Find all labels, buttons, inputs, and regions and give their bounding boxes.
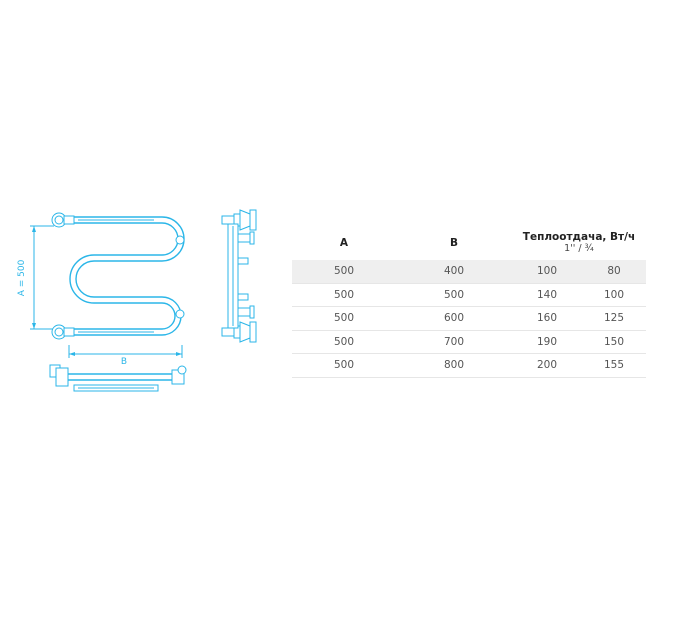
cell-a: 500 <box>292 306 396 331</box>
mounting-flange-top <box>51 212 75 228</box>
cell-heat-1in: 140 <box>512 283 582 307</box>
cell-heat-1in: 190 <box>512 330 582 354</box>
cell-heat-34: 125 <box>582 306 646 331</box>
towel-rail-tube <box>69 216 185 336</box>
dimension-b: B <box>68 345 183 367</box>
mounting-flange-bottom <box>51 324 75 340</box>
side-flange-top <box>221 209 257 231</box>
header-a: A <box>339 237 349 249</box>
table-row: 500 600 160 125 <box>292 306 646 331</box>
cell-heat-1in: 200 <box>512 353 582 378</box>
cell-a: 500 <box>292 260 396 284</box>
table-row: 500 400 100 80 <box>292 260 646 284</box>
cell-heat-34: 150 <box>582 330 646 354</box>
top-view-drawing <box>49 364 187 392</box>
dimension-a: A = 500 <box>17 225 54 330</box>
front-view-drawing: A = 500 B <box>17 212 187 392</box>
cell-heat-1in: 160 <box>512 306 582 331</box>
table-row: 500 500 140 100 <box>292 283 646 307</box>
side-flange-bottom <box>221 321 257 343</box>
dimension-a-label: A = 500 <box>17 259 27 296</box>
cell-heat-34: 155 <box>582 353 646 378</box>
cell-a: 500 <box>292 353 396 378</box>
table-row: 500 800 200 155 <box>292 353 646 378</box>
cell-heat-1in: 100 <box>512 260 582 284</box>
header-heat-title: Теплоотдача, Вт/ч <box>522 231 636 243</box>
cell-b: 500 <box>396 283 512 307</box>
side-tube <box>227 223 239 329</box>
table-row: 500 700 190 150 <box>292 330 646 354</box>
cell-b: 400 <box>396 260 512 284</box>
header-b: B <box>449 237 458 249</box>
cell-b: 600 <box>396 306 512 331</box>
header-heat-sub: 1'' / ¾ <box>564 243 594 254</box>
dimension-b-label: B <box>121 357 127 367</box>
header-heat-output: Теплоотдача, Вт/ч 1'' / ¾ <box>512 226 646 260</box>
cell-a: 500 <box>292 330 396 354</box>
cell-b: 800 <box>396 353 512 378</box>
side-view-drawing <box>221 209 257 343</box>
cell-b: 700 <box>396 330 512 354</box>
side-holders <box>237 231 255 319</box>
spec-table: A B Теплоотдача, Вт/ч 1'' / ¾ 500 400 10… <box>292 226 646 378</box>
table-header-row: A B Теплоотдача, Вт/ч 1'' / ¾ <box>292 226 646 260</box>
cell-heat-34: 80 <box>582 260 646 284</box>
cell-heat-34: 100 <box>582 283 646 307</box>
cell-a: 500 <box>292 283 396 307</box>
